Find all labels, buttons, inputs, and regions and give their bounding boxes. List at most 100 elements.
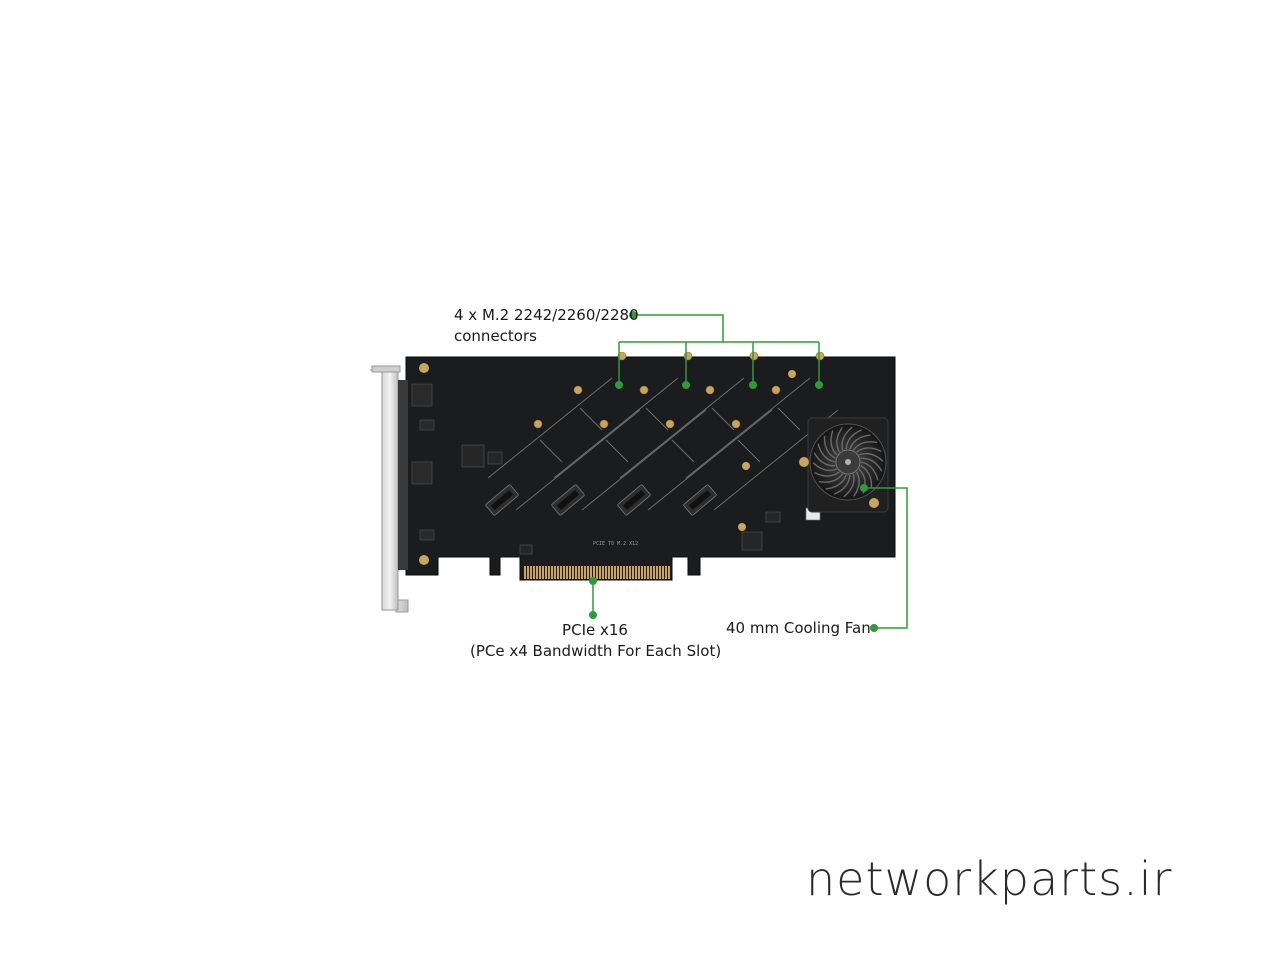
gold-finger bbox=[644, 566, 646, 579]
gold-finger bbox=[563, 566, 565, 579]
standoff-hole bbox=[599, 419, 609, 429]
gold-finger bbox=[599, 566, 601, 579]
cooling-fan bbox=[799, 417, 889, 513]
connectors-callout: 4 x M.2 2242/2260/2280 connectors bbox=[454, 305, 639, 347]
pcb-board bbox=[405, 356, 896, 581]
fan-blade bbox=[853, 471, 860, 497]
m2-connector bbox=[551, 484, 585, 516]
gold-finger bbox=[614, 566, 616, 579]
m2-slot-divider bbox=[737, 407, 801, 463]
m2-slot-edge bbox=[553, 377, 707, 511]
standoff-hole bbox=[771, 385, 781, 395]
fan-blade bbox=[825, 474, 847, 490]
gold-finger bbox=[608, 566, 610, 579]
standoff-hole bbox=[749, 351, 759, 361]
fan-blade bbox=[845, 429, 863, 450]
callout-dots bbox=[589, 311, 878, 632]
m2-connector-slot bbox=[688, 489, 712, 511]
fan-blade bbox=[823, 436, 836, 459]
m2-slot-divider bbox=[605, 407, 669, 463]
m2-slot-edge bbox=[487, 377, 641, 511]
gold-finger bbox=[593, 566, 595, 579]
gold-finger bbox=[545, 566, 547, 579]
gold-finger bbox=[668, 566, 670, 579]
gold-finger bbox=[566, 566, 568, 579]
connectors-callout-line1: 4 x M.2 2242/2260/2280 bbox=[454, 306, 639, 324]
standoff-hole bbox=[639, 385, 649, 395]
watermark-logo: networkparts.ir bbox=[806, 852, 1173, 906]
pcie-callout-line2: (PCe x4 Bandwidth For Each Slot) bbox=[470, 642, 722, 660]
m2-connectors bbox=[485, 484, 717, 516]
gold-finger bbox=[542, 566, 544, 579]
gold-finger bbox=[611, 566, 613, 579]
m2-slot-outlines bbox=[487, 377, 839, 511]
standoff-hole bbox=[665, 419, 675, 429]
board-ics bbox=[461, 444, 821, 555]
standoff-hole bbox=[742, 462, 750, 470]
fan-blade bbox=[830, 430, 838, 456]
gold-finger bbox=[635, 566, 637, 579]
m2-standoffs bbox=[533, 351, 825, 531]
standoff-hole bbox=[738, 523, 746, 531]
gold-finger bbox=[629, 566, 631, 579]
gold-finger bbox=[536, 566, 538, 579]
gold-finger bbox=[578, 566, 580, 579]
fan-blade bbox=[858, 452, 884, 462]
gold-finger bbox=[632, 566, 634, 579]
gold-finger bbox=[596, 566, 598, 579]
m2-connector-slot bbox=[556, 489, 580, 511]
fan-blade bbox=[814, 471, 840, 477]
gold-finger bbox=[524, 566, 526, 579]
fan-blade bbox=[860, 465, 873, 488]
bracket-components bbox=[398, 363, 435, 570]
gold-finger bbox=[659, 566, 661, 579]
standoff-hole bbox=[788, 370, 796, 378]
gold-finger bbox=[584, 566, 586, 579]
standoff-hole bbox=[815, 351, 825, 361]
fan-blade bbox=[843, 473, 855, 498]
gold-finger bbox=[572, 566, 574, 579]
gold-finger bbox=[575, 566, 577, 579]
gold-finger bbox=[647, 566, 649, 579]
gold-finger bbox=[590, 566, 592, 579]
standoff-hole bbox=[573, 385, 583, 395]
gold-finger bbox=[587, 566, 589, 579]
connectors-callout-line2: connectors bbox=[454, 327, 537, 345]
gold-finger bbox=[650, 566, 652, 579]
m2-slot-edge bbox=[619, 377, 773, 511]
standoff-hole bbox=[617, 351, 627, 361]
m2-slot-divider bbox=[671, 407, 735, 463]
fan-blade bbox=[836, 427, 843, 453]
board-silkscreen-text: PCIE TO M.2 X12 bbox=[593, 541, 638, 547]
pcie-gold-fingers bbox=[524, 566, 670, 579]
gold-finger bbox=[626, 566, 628, 579]
gold-finger bbox=[554, 566, 556, 579]
m2-connector bbox=[683, 484, 717, 516]
gold-finger bbox=[638, 566, 640, 579]
gold-finger bbox=[623, 566, 625, 579]
gold-finger bbox=[653, 566, 655, 579]
gold-finger bbox=[620, 566, 622, 579]
fan-blade bbox=[833, 474, 851, 495]
gold-finger bbox=[539, 566, 541, 579]
gold-finger bbox=[569, 566, 571, 579]
gold-finger bbox=[605, 566, 607, 579]
gold-finger bbox=[665, 566, 667, 579]
fan-blade bbox=[817, 443, 836, 463]
gold-finger bbox=[617, 566, 619, 579]
m2-connector bbox=[617, 484, 651, 516]
fan-blade bbox=[818, 473, 844, 483]
m2-connector-slot bbox=[490, 489, 514, 511]
callout-lines bbox=[592, 314, 908, 629]
fan-blade bbox=[860, 457, 883, 472]
gold-finger bbox=[527, 566, 529, 579]
fan-blade bbox=[852, 441, 878, 451]
standoff-hole bbox=[533, 419, 543, 429]
gold-finger bbox=[533, 566, 535, 579]
gold-finger bbox=[602, 566, 604, 579]
m2-connector-slot bbox=[622, 489, 646, 511]
m2-connector bbox=[485, 484, 519, 516]
standoff-hole bbox=[705, 385, 715, 395]
